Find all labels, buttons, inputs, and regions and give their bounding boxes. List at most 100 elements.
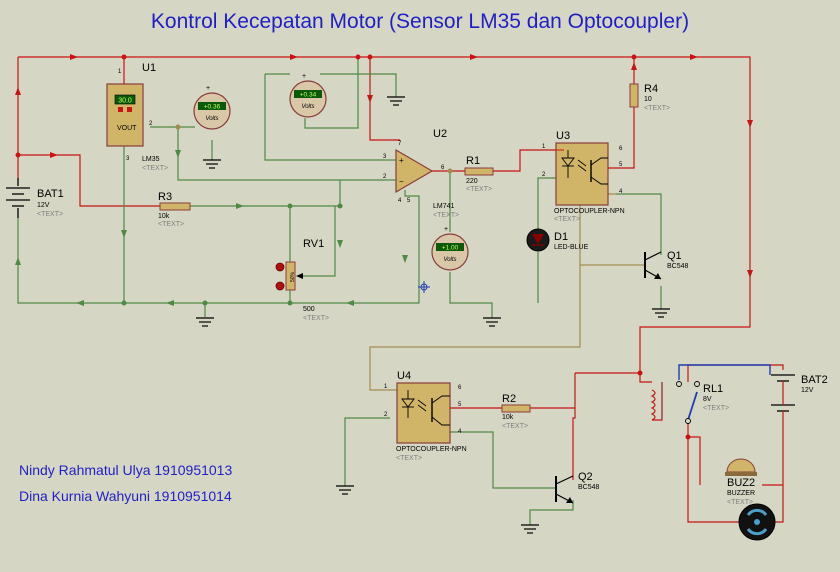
optocoupler-u3[interactable] [555,142,609,206]
voltmeter-3-reading: +1.00 [442,245,459,252]
u3-pin1: 1 [542,144,546,150]
r2-ref: R2 [502,393,516,405]
u1-pin-label: VOUT [117,125,137,132]
r1-ref: R1 [466,155,480,167]
resistor-r1[interactable] [464,167,494,176]
opamp-u2-lm741[interactable]: + − [385,148,434,194]
u2-part: LM741 [433,203,455,210]
r4-ref: R4 [644,83,658,95]
voltmeter-1-plus: + [206,85,210,92]
ground-icon [196,317,214,327]
u4-ref: U4 [397,370,411,382]
resistor-r2[interactable] [501,404,531,413]
u1-pin2: 2 [149,121,153,127]
u2-pin4: 4 [398,198,402,204]
u4-pin6: 6 [458,385,462,391]
rl1-text: <TEXT> [703,405,729,412]
u2-pin7: 7 [398,141,402,147]
bat2-value: 12V [801,387,814,394]
battery-bat1[interactable] [6,178,30,218]
buz2-ref: BUZ2 [727,477,755,489]
q2-ref: Q2 [578,471,593,483]
u4-pin4: 4 [458,429,462,435]
u2-pin2: 2 [383,174,387,180]
rv1-ref: RV1 [303,238,324,250]
motor-disc-icon[interactable] [738,503,776,541]
d1-value: LED-BLUE [554,244,589,251]
ground-wires [17,57,662,525]
d1-ref: D1 [554,231,568,243]
battery-bat2[interactable] [771,374,795,480]
voltmeter-1-unit: Volts [205,116,218,122]
voltmeter-1[interactable]: +0.36 Volts + [193,85,231,130]
relay-contact-wire [678,364,771,380]
bat2-ref: BAT2 [801,374,828,386]
rv1-value: 500 [303,306,315,313]
opamp-minus-sign: − [399,177,404,186]
u2-ref: U2 [433,128,447,140]
u4-text: <TEXT> [396,455,422,462]
ground-icon [652,308,670,318]
u3-pin6: 6 [619,146,623,152]
q1-value: BC548 [667,263,689,270]
u4-part: OPTOCOUPLER-NPN [396,446,467,453]
u3-pin5: 5 [619,162,623,168]
u4-pin5: 5 [458,402,462,408]
u3-ref: U3 [556,130,570,142]
r3-value: 10k [158,213,170,220]
sensor-u1-lm35[interactable] [106,83,144,147]
resistor-r4[interactable] [629,83,639,108]
buz2-text: <TEXT> [727,499,753,506]
r3-text: <TEXT> [158,221,184,228]
bat1-ref: BAT1 [37,188,64,200]
r2-text: <TEXT> [502,423,528,430]
voltmeter-3[interactable]: +1.00 Volts + [431,226,469,271]
voltmeter-3-plus: + [444,226,448,233]
r4-value: 10 [644,96,652,103]
author-line-1: Nindy Rahmatul Ulya 1910951013 [19,462,233,478]
u2-pin5: 5 [407,198,411,204]
buzzer-buz2[interactable] [725,458,757,476]
q2-value: BC548 [578,484,600,491]
resistor-r3[interactable] [159,202,191,211]
wire-direction-arrows-green [15,150,408,306]
r4-text: <TEXT> [644,105,670,112]
q1-ref: Q1 [667,250,682,262]
r2-value: 10k [502,414,514,421]
ground-symbols [196,96,670,534]
u4-pin1: 1 [384,384,388,390]
cursor-crosshair-icon [418,281,430,293]
r3-ref: R3 [158,191,172,203]
voltmeter-2-plus: + [302,73,306,80]
bat1-text: <TEXT> [37,211,63,218]
opamp-plus-sign: + [399,156,404,165]
transistor-q1[interactable] [644,251,662,280]
voltmeter-2[interactable]: +0.34 Volts + [289,73,327,118]
ground-icon [203,159,221,169]
u1-pin1: 1 [118,69,122,75]
rl1-ref: RL1 [703,383,723,395]
u2-pin6: 6 [441,165,445,171]
u1-text: <TEXT> [142,165,168,172]
potentiometer-rv1[interactable]: 50% [275,261,303,291]
voltmeter-3-unit: Volts [443,257,456,263]
transistor-q2[interactable] [555,475,574,504]
page-title: Kontrol Kecepatan Motor (Sensor LM35 dan… [150,10,690,33]
buz2-value: BUZZER [727,490,755,497]
junction-dots [15,54,691,440]
led-d1[interactable] [526,228,550,252]
wire-direction-arrows [15,54,753,278]
u1-display: 30.0 [118,98,132,105]
voltmeter-2-reading: +0.34 [300,92,317,99]
ground-icon [387,96,405,106]
ground-icon [336,485,354,495]
voltmeter-2-unit: Volts [301,104,314,110]
optocoupler-u4[interactable] [396,382,451,444]
u1-pin3: 3 [126,156,130,162]
u2-text: <TEXT> [433,212,459,219]
bat1-value: 12V [37,202,50,209]
r1-text: <TEXT> [466,186,492,193]
u4-pin2: 2 [384,412,388,418]
relay-rl1[interactable] [650,381,700,424]
